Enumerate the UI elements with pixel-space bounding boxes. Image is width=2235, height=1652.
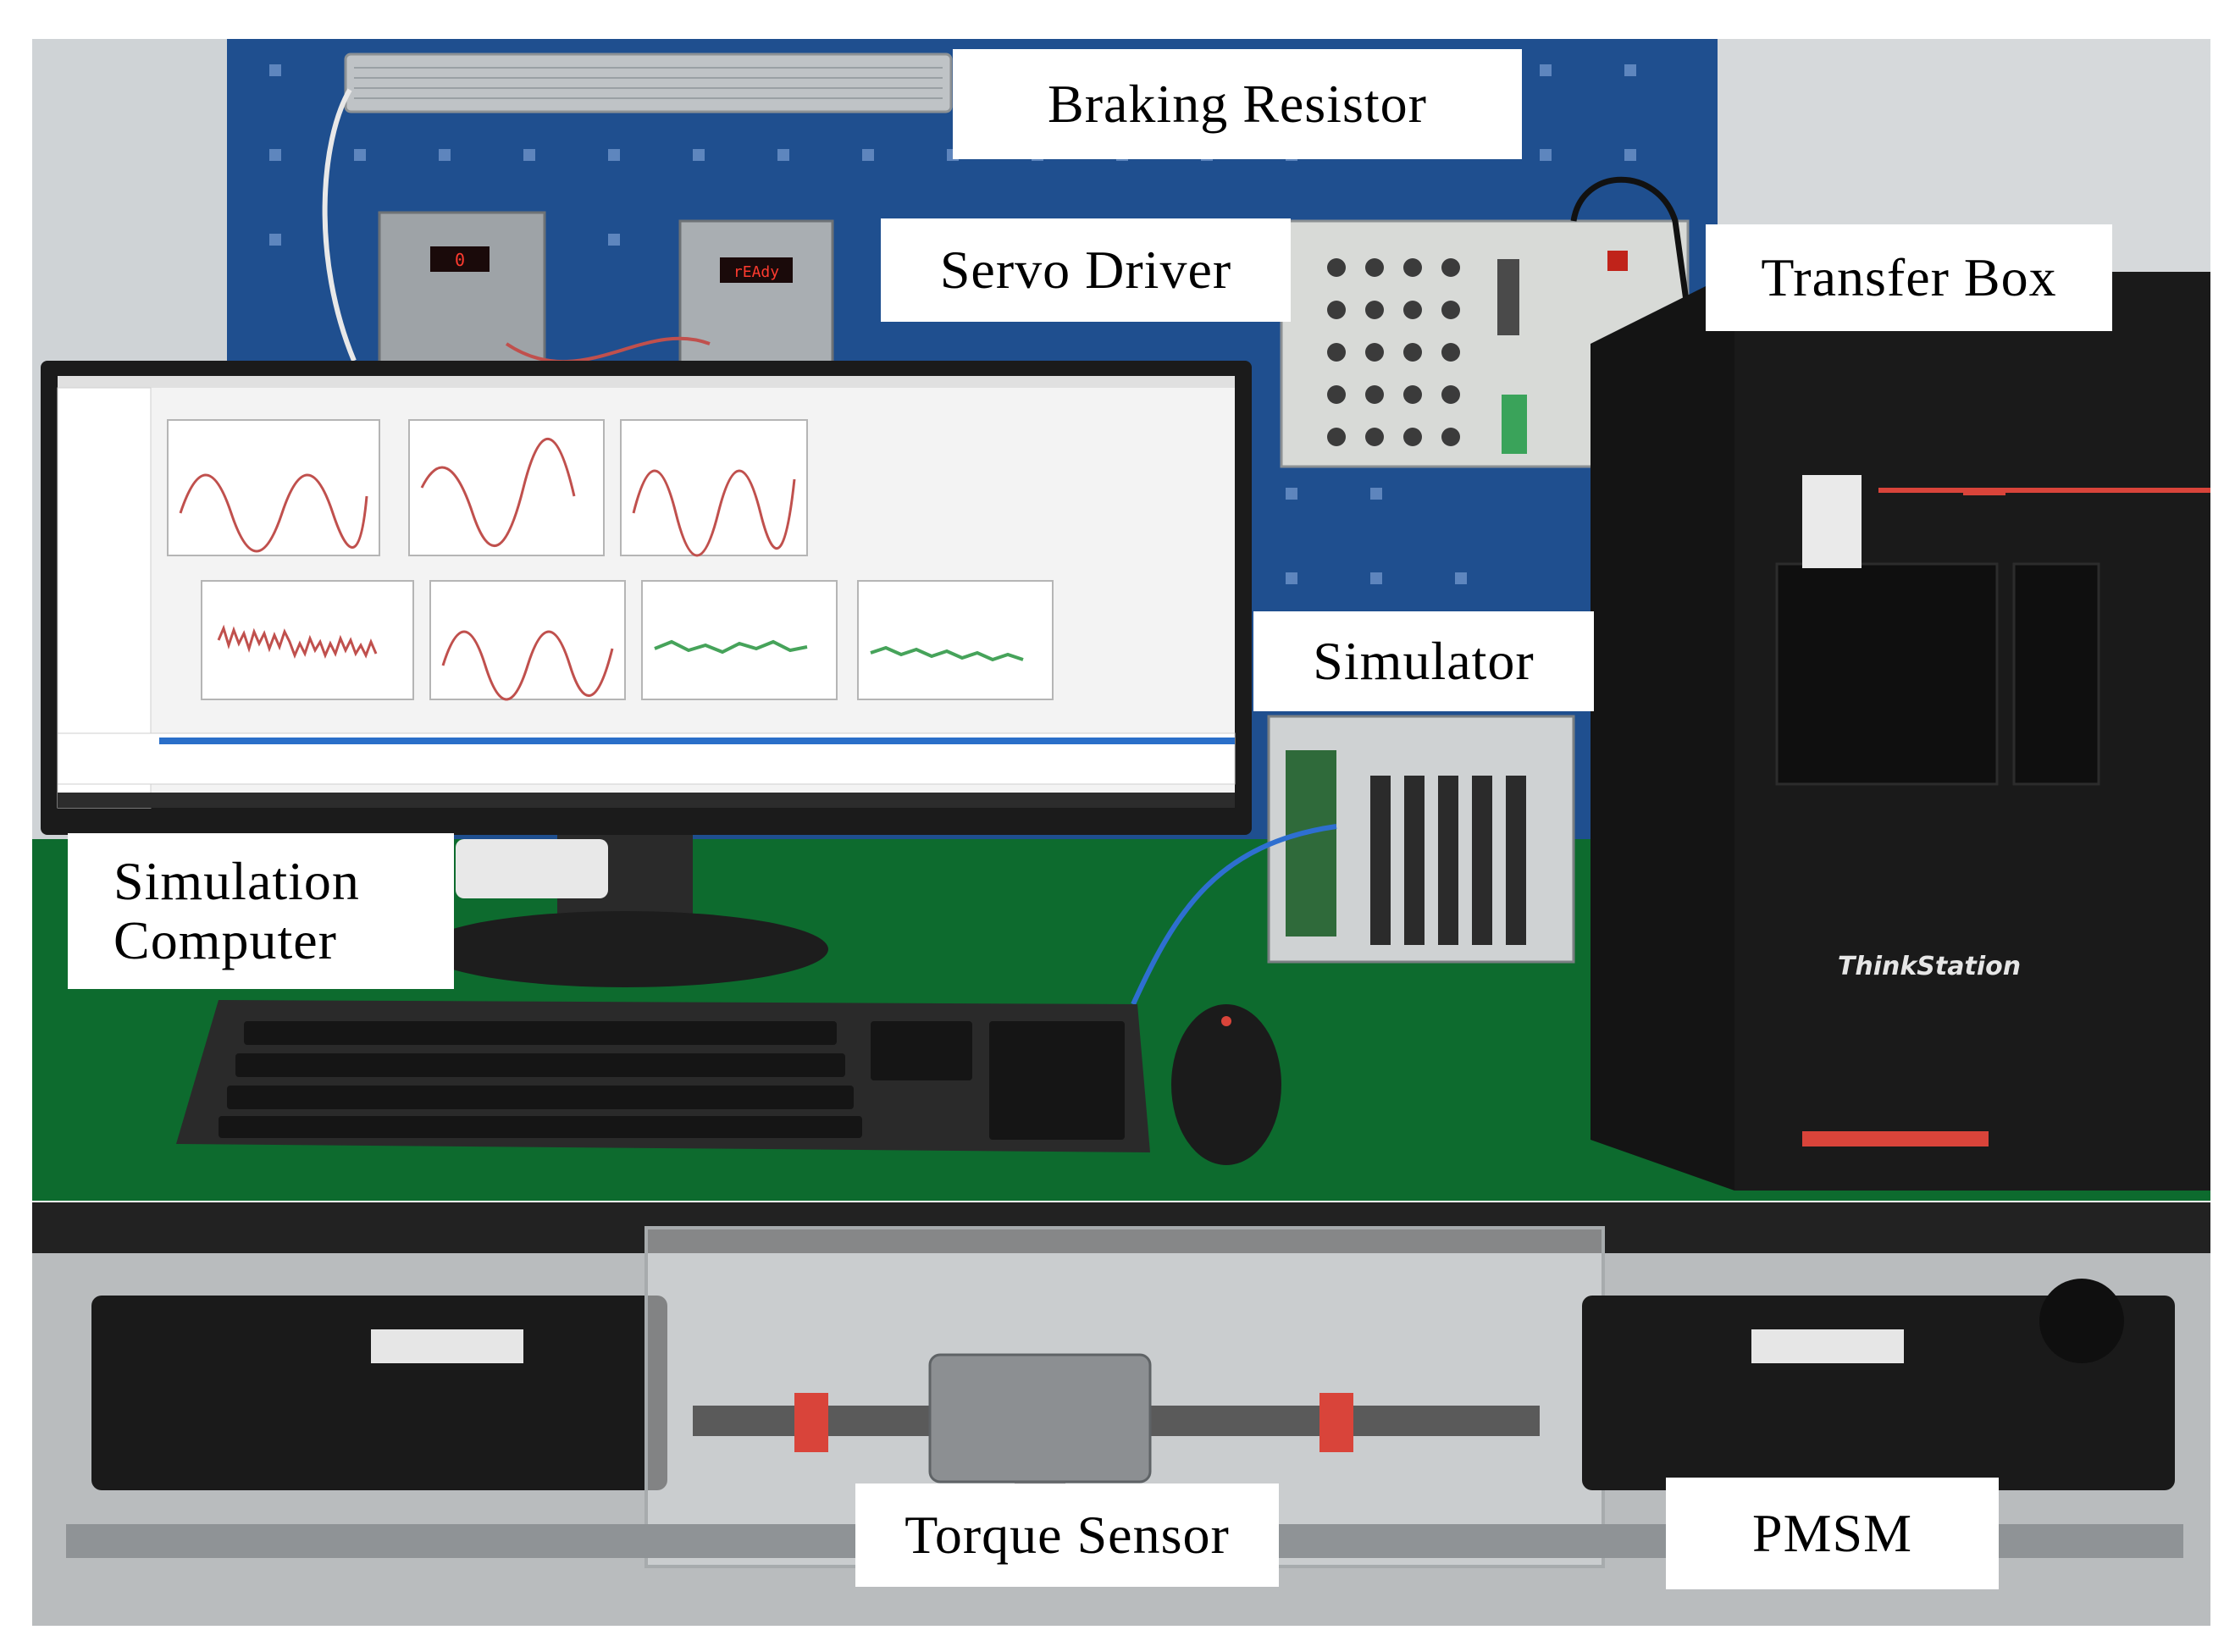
transfer-box-terminal [1502, 395, 1527, 454]
tower-brand-text: ThinkStation [1838, 952, 2021, 981]
tower-sticker [1802, 475, 1862, 568]
screen-menubar [58, 376, 1235, 388]
pmsm-motor [1582, 1296, 2175, 1490]
label-simulation-computer-line1: Simulation [113, 850, 360, 911]
tower-io-panel [2012, 562, 2100, 786]
screen-plots [167, 419, 1054, 700]
label-simulator: Simulator [1253, 611, 1594, 711]
keyboard-keys [219, 1021, 1125, 1140]
mouse-led [1221, 1016, 1231, 1026]
pmsm-encoder [2039, 1279, 2124, 1363]
tower-red-stripe-bottom [1802, 1131, 1989, 1146]
label-braking-resistor: Braking Resistor [953, 49, 1522, 159]
simulator-slots [1370, 776, 1526, 945]
tower-red-accent-top [1878, 488, 2210, 493]
lab-bench-scene: 0 rEAdy [32, 39, 2210, 1201]
pmsm-motor-label [1751, 1329, 1904, 1363]
servo-driver-2-display [720, 257, 793, 283]
network-cable [1131, 824, 1337, 1006]
tower-red-stripe-top [1963, 492, 2005, 495]
label-servo-driver: Servo Driver [881, 218, 1291, 322]
lab-bench-photo: 0 rEAdy [32, 39, 2210, 1201]
label-transfer-box: Transfer Box [1706, 224, 2112, 331]
transfer-box-db-port [1497, 259, 1519, 335]
monitor-base [422, 911, 828, 987]
screen-green-traces [654, 639, 1024, 662]
tower-drive-bay [1775, 562, 1999, 786]
servo-driver-1-display-text: 0 [455, 250, 465, 270]
servo-driver-1-display [430, 246, 490, 272]
driver-cable [505, 336, 711, 364]
label-torque-sensor: Torque Sensor [855, 1483, 1279, 1587]
mouse [1171, 1004, 1281, 1165]
transfer-box-connectors [1327, 258, 1460, 446]
braking-resistor-body [344, 52, 953, 113]
transfer-box-cable [1570, 176, 1696, 345]
resistor-cable [322, 88, 357, 362]
label-simulation-computer-line2: Computer [113, 910, 337, 970]
load-motor-label [371, 1329, 523, 1363]
power-strip [456, 839, 608, 898]
torque-sensor-body [928, 1353, 1152, 1483]
servo-driver-2-display-text: rEAdy [733, 263, 779, 281]
label-simulation-computer: Simulation Computer [68, 833, 454, 989]
screen-table-header [159, 738, 1235, 744]
left-coupling [794, 1393, 828, 1452]
braking-resistor-fins [354, 67, 943, 99]
transfer-box-switch [1607, 251, 1628, 271]
simulator-front-board [1286, 750, 1336, 937]
right-coupling [1319, 1393, 1353, 1452]
load-motor [91, 1296, 667, 1490]
screen-taskbar [58, 793, 1235, 808]
screen-waveforms [179, 438, 796, 701]
label-pmsm: PMSM [1666, 1478, 1999, 1589]
